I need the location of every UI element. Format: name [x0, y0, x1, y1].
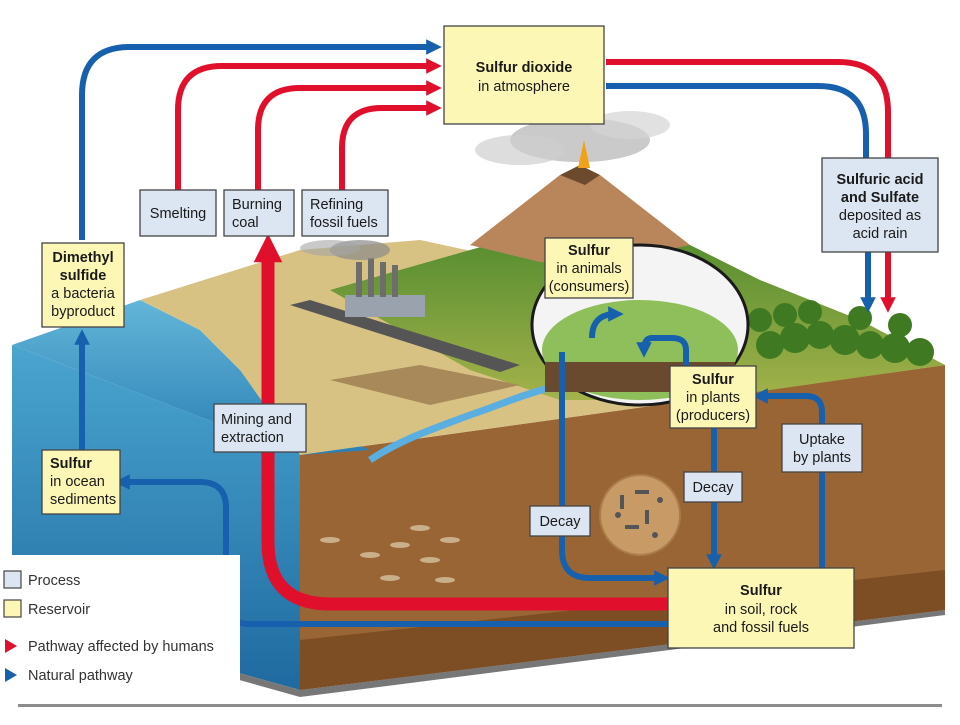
arrow-soil-to-ocean-sediments: [114, 474, 668, 627]
legend-human-pathway: Pathway affected by humans: [5, 639, 214, 655]
legend-reservoir-label: Reservoir: [28, 602, 90, 618]
reservoir-title-line-1: Dimethyl: [52, 250, 113, 266]
process-label-line-1: Sulfuric acid: [836, 172, 923, 188]
coal-factory: [300, 240, 425, 317]
process-decay-left: Decay: [529, 505, 591, 537]
arrow-plants-to-animals: [636, 335, 689, 372]
reservoir-title: Sulfur: [568, 243, 610, 259]
reservoir-dimethyl-sulfide: Dimethyl sulfide a bacteria byproduct: [41, 242, 125, 328]
process-label-line-3: deposited as: [839, 208, 921, 224]
reservoir-subtitle-line-1: in animals: [556, 261, 621, 277]
reservoir-title: Sulfur dioxide: [476, 60, 573, 76]
legend-natural-pathway: Natural pathway: [5, 668, 134, 684]
reservoir-subtitle-line-2: (consumers): [549, 279, 630, 295]
process-label-line-1: Burning: [232, 197, 282, 213]
process-label-line-2: fossil fuels: [310, 215, 378, 231]
process-refining-fossil-fuels: Refining fossil fuels: [301, 189, 389, 237]
reservoir-plants: Sulfur in plants (producers): [669, 365, 757, 429]
reservoir-ocean-sediments: Sulfur in ocean sediments: [41, 449, 121, 515]
legend-reservoir-swatch: [3, 599, 22, 618]
reservoir-subtitle-line-1: in soil, rock: [725, 602, 798, 618]
legend: Process Reservoir Pathway affected by hu…: [0, 555, 240, 695]
process-acid-rain: Sulfuric acid and Sulfate deposited as a…: [821, 157, 939, 253]
reservoir-title-line-2: sulfide: [60, 268, 107, 284]
reservoir-subtitle-line-1: a bacteria: [51, 286, 116, 302]
arrow-animals-decay-to-soil: [559, 352, 670, 586]
process-uptake-by-plants: Uptake by plants: [781, 423, 863, 473]
reservoir-subtitle-line-2: byproduct: [51, 304, 115, 320]
process-label-line-1: Refining: [310, 197, 363, 213]
process-label-line-1: Uptake: [799, 432, 845, 448]
footer-rule: [18, 704, 942, 707]
reservoir-subtitle-line-1: in plants: [686, 390, 740, 406]
legend-process-swatch: [3, 570, 22, 589]
bacteria-illustration: [599, 474, 681, 556]
arrow-burning-to-atmosphere: [255, 80, 442, 190]
reservoir-sulfur-dioxide: Sulfur dioxide in atmosphere: [443, 25, 605, 125]
legend-process: Process: [3, 570, 80, 589]
reservoir-title: Sulfur: [50, 456, 92, 472]
reservoir-subtitle-line-2: and fossil fuels: [713, 620, 809, 636]
legend-process-label: Process: [28, 573, 80, 589]
arrow-refining-to-atmosphere: [339, 100, 442, 190]
process-label-line-1: Mining and: [221, 412, 292, 428]
process-label-line-2: extraction: [221, 430, 284, 446]
reservoir-subtitle-line-1: in ocean: [50, 474, 105, 490]
process-burning-coal: Burning coal: [223, 189, 295, 237]
process-label: Decay: [692, 480, 734, 496]
arrow-atmosphere-acid-rain-natural: [606, 83, 869, 160]
fish-school: [320, 525, 460, 583]
reservoir-subtitle: in atmosphere: [478, 79, 570, 95]
pathway-arrows: [74, 39, 896, 627]
process-decay-right: Decay: [683, 471, 743, 503]
reservoir-title: Sulfur: [692, 372, 734, 388]
process-label-line-2: coal: [232, 215, 259, 231]
blue-arrow-icon: [5, 668, 17, 682]
arrow-smelting-to-atmosphere: [175, 58, 442, 190]
process-smelting: Smelting: [139, 189, 217, 237]
reservoir-animals: Sulfur in animals (consumers): [544, 237, 634, 299]
reservoir-subtitle-line-2: sediments: [50, 492, 116, 508]
process-label-line-4: acid rain: [853, 226, 908, 242]
reservoir-title: Sulfur: [740, 583, 782, 599]
arrow-dimethyl-to-atmosphere: [79, 39, 442, 240]
process-label: Decay: [539, 514, 581, 530]
legend-natural-label: Natural pathway: [28, 668, 134, 684]
process-label: Smelting: [150, 206, 206, 222]
footer-band: [0, 697, 960, 720]
legend-human-label: Pathway affected by humans: [28, 639, 214, 655]
arrow-uptake-by-plants: [752, 388, 825, 568]
legend-reservoir: Reservoir: [3, 599, 90, 618]
red-arrow-icon: [5, 639, 17, 653]
process-label-line-2: and Sulfate: [841, 190, 919, 206]
reservoir-subtitle-line-2: (producers): [676, 408, 750, 424]
reservoir-soil-rock-fossil-fuels: Sulfur in soil, rock and fossil fuels: [667, 567, 855, 649]
process-mining-extraction: Mining and extraction: [213, 403, 307, 453]
arrow-atmosphere-acid-rain-human: [606, 59, 896, 313]
arrow-soil-to-burning-coal: [253, 233, 668, 611]
process-label-line-2: by plants: [793, 450, 851, 466]
arrow-animals-cycle: [589, 306, 624, 339]
